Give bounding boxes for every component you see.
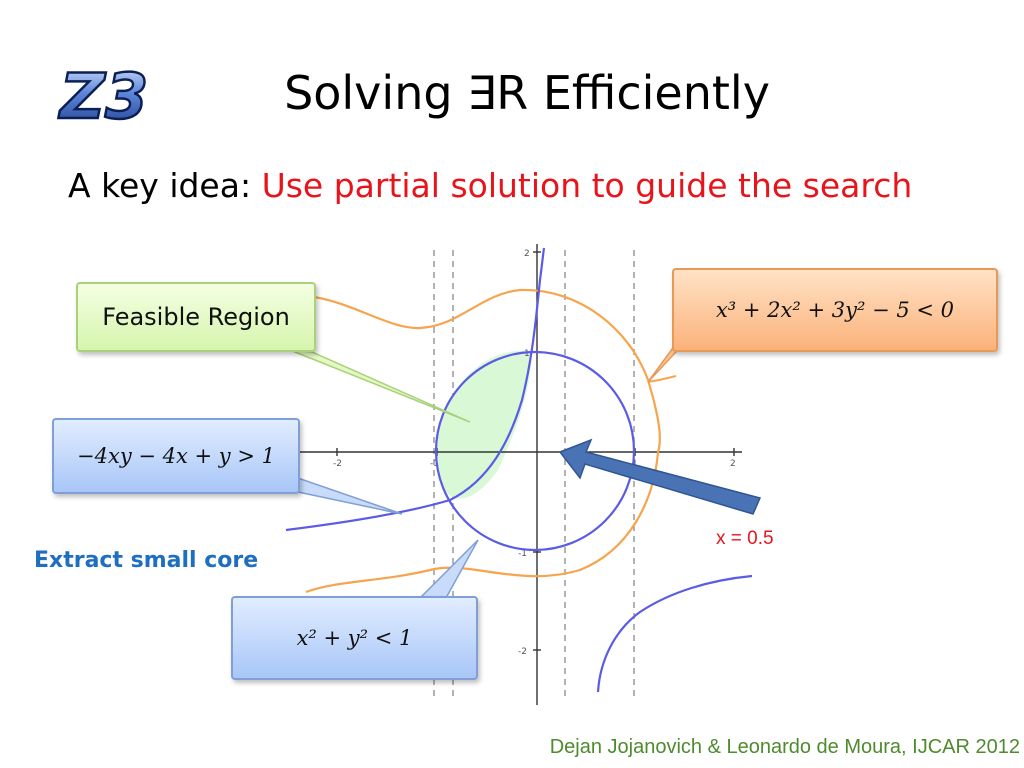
hyperbola-lower-branch [596, 574, 753, 693]
x-tick-label: 2 [730, 459, 736, 469]
cubic-curves [305, 288, 677, 594]
feasible-region-callout: Feasible Region [76, 282, 316, 352]
feasible-pointer [289, 349, 471, 423]
arrow-icon [558, 438, 762, 515]
hyperbola-upper-branch [285, 247, 546, 532]
subtitle-prefix: A key idea: [68, 166, 262, 205]
y-tick-label: -1 [518, 549, 527, 559]
slide-subtitle: A key idea: Use partial solution to guid… [68, 166, 912, 205]
slide-title: Solving ∃R Efficiently [284, 66, 770, 120]
y-tick-label: -2 [518, 647, 527, 657]
extract-core-label: Extract small core [34, 548, 259, 573]
y-tick-label: 2 [524, 249, 530, 259]
x-tick-label: 1 [632, 459, 638, 469]
author-footer: Dejan Jojanovich & Leonardo de Moura, IJ… [549, 736, 1020, 758]
cubic-curve-upper [305, 288, 661, 453]
cubic-curve-lower [305, 451, 660, 594]
circle-constraint-callout: 𝑥² + 𝑦² < 1 [231, 596, 478, 680]
feasible-region [436, 350, 532, 499]
subtitle-highlight: Use partial solution to guide the search [261, 166, 913, 205]
x-tick-label: -1 [430, 459, 439, 469]
x-value-label: x = 0.5 [716, 528, 774, 549]
logo-text: Z3 [58, 60, 148, 128]
y-tick-label: 1 [524, 349, 530, 359]
cubic-constraint-callout: 𝑥³ + 2𝑥² + 3𝑦² − 5 < 0 [672, 268, 998, 352]
linear-pointer [297, 476, 403, 515]
hyperbola-curves [285, 247, 753, 693]
z3-logo: Z3 [57, 60, 150, 128]
x-tick-label: -2 [333, 459, 342, 469]
linear-constraint-callout: −4𝑥𝑦 − 4𝑥 + 𝑦 > 1 [52, 418, 300, 494]
cubic-callout-link [647, 375, 677, 383]
unit-circle [434, 350, 636, 552]
